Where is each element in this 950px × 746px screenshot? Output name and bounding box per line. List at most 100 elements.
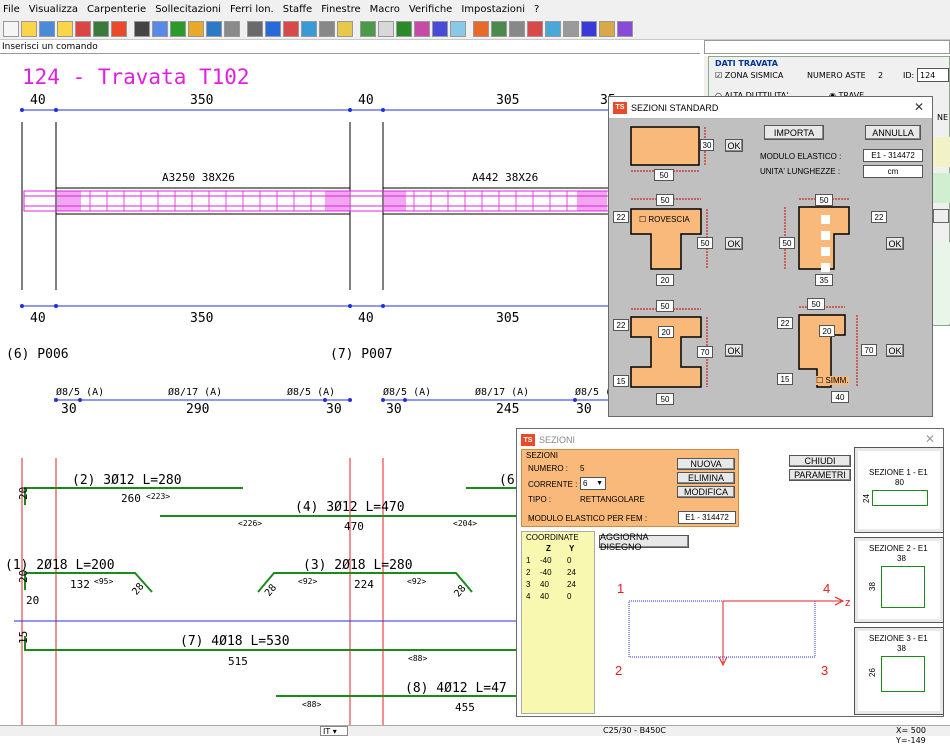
section-preview-svg[interactable]: 1 4 2 3 z — [603, 579, 853, 719]
toolbar-button-1[interactable] — [21, 20, 37, 37]
importa-button[interactable]: IMPORTA — [764, 125, 824, 140]
t1-bottom-field[interactable]: 20 — [656, 274, 674, 286]
i2-left-field[interactable]: 22 — [777, 317, 793, 329]
nuova-button[interactable]: NUOVA — [677, 458, 735, 470]
alta-duttilita-radio[interactable]: ○ ALTA DUTTILITA' — [715, 91, 788, 100]
toolbar-button-27[interactable] — [509, 20, 525, 37]
toolbar-button-26[interactable] — [491, 20, 507, 37]
t2-bottom-field[interactable]: 35 — [815, 274, 833, 286]
toolbar-button-10[interactable] — [188, 20, 204, 37]
t1-right-field[interactable]: 50 — [697, 237, 713, 249]
close-icon[interactable]: ✕ — [913, 100, 924, 114]
i1-top-field[interactable]: 50 — [656, 300, 674, 312]
ok-i2-button[interactable]: OK — [886, 344, 904, 357]
t2-left-field[interactable]: 50 — [779, 237, 795, 249]
menu-item-2[interactable]: Carpenterie — [87, 3, 147, 15]
toolbar-button-8[interactable] — [152, 20, 168, 37]
toolbar-button-20[interactable] — [378, 20, 394, 37]
ok-t1-button[interactable]: OK — [725, 237, 743, 250]
i1-right-field[interactable]: 70 — [697, 346, 713, 358]
menu-item-0[interactable]: File — [3, 3, 20, 15]
stirrup-dim-ticks — [54, 398, 577, 402]
toolbar-button-12[interactable] — [224, 20, 240, 37]
ok-i1-button[interactable]: OK — [725, 344, 743, 357]
t2-right-field[interactable]: 22 — [871, 211, 887, 223]
toolbar-button-31[interactable] — [581, 20, 597, 37]
drawing-canvas[interactable]: 124 - Travata T102 40 350 40 305 35 A325… — [0, 55, 950, 725]
toolbar-button-9[interactable] — [170, 20, 186, 37]
toolbar-button-11[interactable] — [206, 20, 222, 37]
ok-rect-button[interactable]: OK — [725, 139, 743, 152]
i2-mid-field[interactable]: 20 — [819, 325, 835, 337]
i2-top-field[interactable]: 50 — [807, 298, 825, 310]
rovescia-checkbox[interactable]: ☐ ROVESCIA — [639, 215, 690, 224]
parametri-button[interactable]: PARAMETRI — [789, 469, 851, 481]
elimina-button[interactable]: ELIMINA — [677, 472, 735, 484]
toolbar-button-19[interactable] — [360, 20, 376, 37]
aggiorna-disegno-button[interactable]: AGGIORNA DISEGNO — [599, 532, 689, 552]
menu-item-3[interactable]: Sollecitazioni — [155, 3, 221, 15]
command-input[interactable]: Inserisci un comando — [0, 40, 700, 54]
menu-item-1[interactable]: Visualizza — [28, 3, 78, 15]
modifica-button[interactable]: MODIFICA — [677, 486, 735, 498]
i2-right-field[interactable]: 70 — [861, 344, 877, 356]
i1-left-field[interactable]: 22 — [613, 319, 629, 331]
toolbar-button-33[interactable] — [617, 20, 633, 37]
toolbar-button-24[interactable] — [450, 20, 466, 37]
toolbar-button-25[interactable] — [473, 20, 489, 37]
t1-left-field[interactable]: 22 — [613, 211, 629, 223]
toolbar-button-13[interactable] — [247, 20, 263, 37]
menu-item-6[interactable]: Finestre — [321, 3, 361, 15]
chiudi-button[interactable]: CHIUDI — [789, 455, 851, 467]
language-select[interactable]: IT ▾ — [320, 726, 348, 736]
menu-item-7[interactable]: Macro — [369, 3, 400, 15]
menu-item-5[interactable]: Staffe — [282, 3, 313, 15]
section-card-3[interactable]: SEZIONE 3 - E1 38 26 — [854, 627, 944, 715]
rebar-sub-4: 470 — [344, 520, 364, 533]
menu-item-8[interactable]: Verifiche — [408, 3, 453, 15]
toolbar-button-29[interactable] — [545, 20, 561, 37]
toolbar-button-14[interactable] — [265, 20, 281, 37]
id-field[interactable]: 124 — [917, 68, 949, 82]
toolbar-button-22[interactable] — [414, 20, 430, 37]
i1-bottom-field[interactable]: 50 — [656, 393, 674, 405]
i1-mid-field[interactable]: 20 — [658, 326, 674, 338]
section-card-1[interactable]: SEZIONE 1 - E1 80 24 — [854, 447, 944, 533]
simm-checkbox[interactable]: ☐ SIMM. — [816, 376, 849, 385]
i2-bl-field[interactable]: 15 — [777, 373, 793, 385]
toolbar-button-15[interactable] — [283, 20, 299, 37]
toolbar-button-21[interactable] — [396, 20, 412, 37]
toolbar-button-23[interactable] — [432, 20, 448, 37]
corrente-select[interactable]: 6▼ — [580, 477, 606, 490]
panel-icon-button[interactable] — [933, 209, 949, 223]
toolbar-button-0[interactable] — [3, 20, 19, 37]
zona-sismica-checkbox[interactable]: ☑ ZONA SISMICA — [715, 71, 784, 80]
toolbar-button-7[interactable] — [134, 20, 150, 37]
menu-item-10[interactable]: ? — [534, 3, 540, 15]
toolbar-button-16[interactable] — [301, 20, 317, 37]
section-card-2[interactable]: SEZIONE 2 - E1 38 38 — [854, 537, 944, 623]
trave-radio[interactable]: ◉ TRAVE — [829, 91, 864, 100]
toolbar-button-17[interactable] — [319, 20, 335, 37]
toolbar-button-18[interactable] — [337, 20, 353, 37]
rect-b-field[interactable]: 50 — [654, 169, 674, 181]
toolbar-button-4[interactable] — [75, 20, 91, 37]
toolbar-button-28[interactable] — [527, 20, 543, 37]
toolbar-button-2[interactable] — [39, 20, 55, 37]
i2-bottom-field[interactable]: 40 — [831, 391, 849, 403]
t1-top-field[interactable]: 50 — [656, 194, 674, 206]
toolbar-button-30[interactable] — [563, 20, 579, 37]
i1-bl-field[interactable]: 15 — [613, 375, 629, 387]
toolbar-button-32[interactable] — [599, 20, 615, 37]
rect-h-field[interactable]: 30 — [700, 139, 714, 151]
menu-item-4[interactable]: Ferri lon. — [229, 3, 274, 15]
menu-item-9[interactable]: Impostazioni — [461, 3, 526, 15]
close-icon[interactable]: ✕ — [924, 432, 935, 446]
annulla-button[interactable]: ANNULLA — [865, 125, 921, 140]
command-aux-field[interactable] — [704, 40, 950, 54]
toolbar-button-6[interactable] — [111, 20, 127, 37]
toolbar-button-3[interactable] — [57, 20, 73, 37]
toolbar-button-5[interactable] — [93, 20, 109, 37]
t2-top-field[interactable]: 50 — [815, 194, 833, 206]
ok-t2-button[interactable]: OK — [886, 237, 904, 250]
